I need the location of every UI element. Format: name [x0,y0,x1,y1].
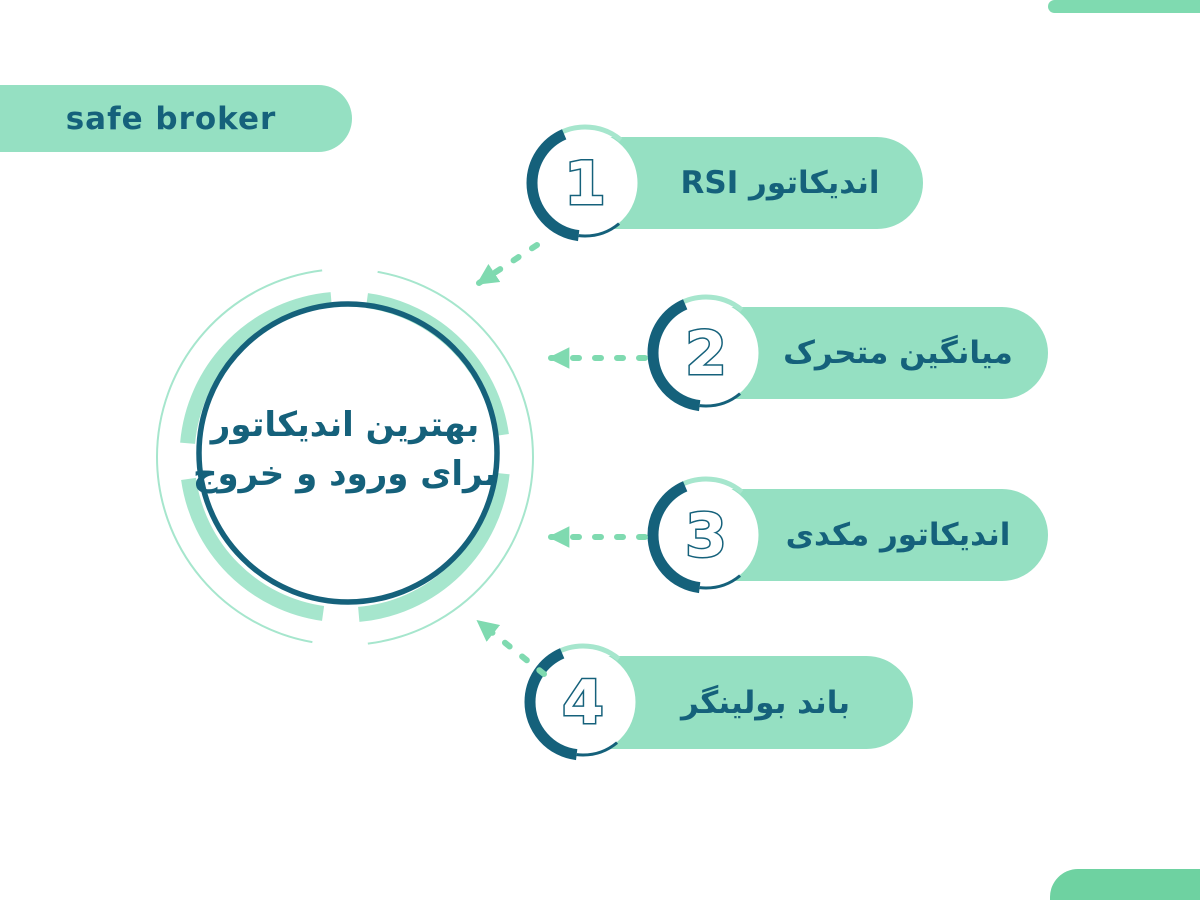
number-badge-1: 1 [526,124,644,242]
brand-badge: safe broker [0,85,352,152]
badge-mint-arc [647,476,765,594]
badge-thick-arc [647,476,765,594]
badge-number-3: 3 [685,501,727,571]
center-title-line1: بهترین اندیکاتور [210,404,480,445]
badge-thin-arc [651,298,761,408]
center-title: بهترین اندیکاتور برای ورود و خروج [193,380,497,520]
item-label-1: اندیکاتور RSI [680,165,880,201]
badge-mint-arc [647,294,765,412]
number-badge-2: 2 [647,294,765,412]
badge-thick-arc [524,643,642,761]
badge-thin-arc [651,480,761,590]
badge-number-4: 4 [562,668,604,738]
number-badge-3: 3 [647,476,765,594]
badge-thick-arc [647,294,765,412]
item-label-4: باند بولینگر [681,684,850,721]
item-label-3: اندیکاتور مکدی [785,517,1011,553]
badge-mint-arc [526,124,644,242]
brand-label: safe broker [65,100,277,137]
badge-thin-arc [530,128,640,238]
badge-thin-arc [528,647,638,757]
outer-thin-circle [156,268,534,646]
badge-mint-arc [524,643,642,761]
badge-thick-arc [526,124,644,242]
dark-teal-ring [196,301,500,605]
center-ring-graphic [156,268,534,646]
badge-number-1: 1 [564,149,606,219]
badge-number-2: 2 [685,319,727,389]
bottom-right-decoration [1050,869,1200,900]
top-right-decoration [1048,0,1200,13]
number-badge-4: 4 [524,643,642,761]
item-label-2: میانگین متحرک [783,335,1013,371]
center-title-line2: برای ورود و خروج [193,454,497,494]
